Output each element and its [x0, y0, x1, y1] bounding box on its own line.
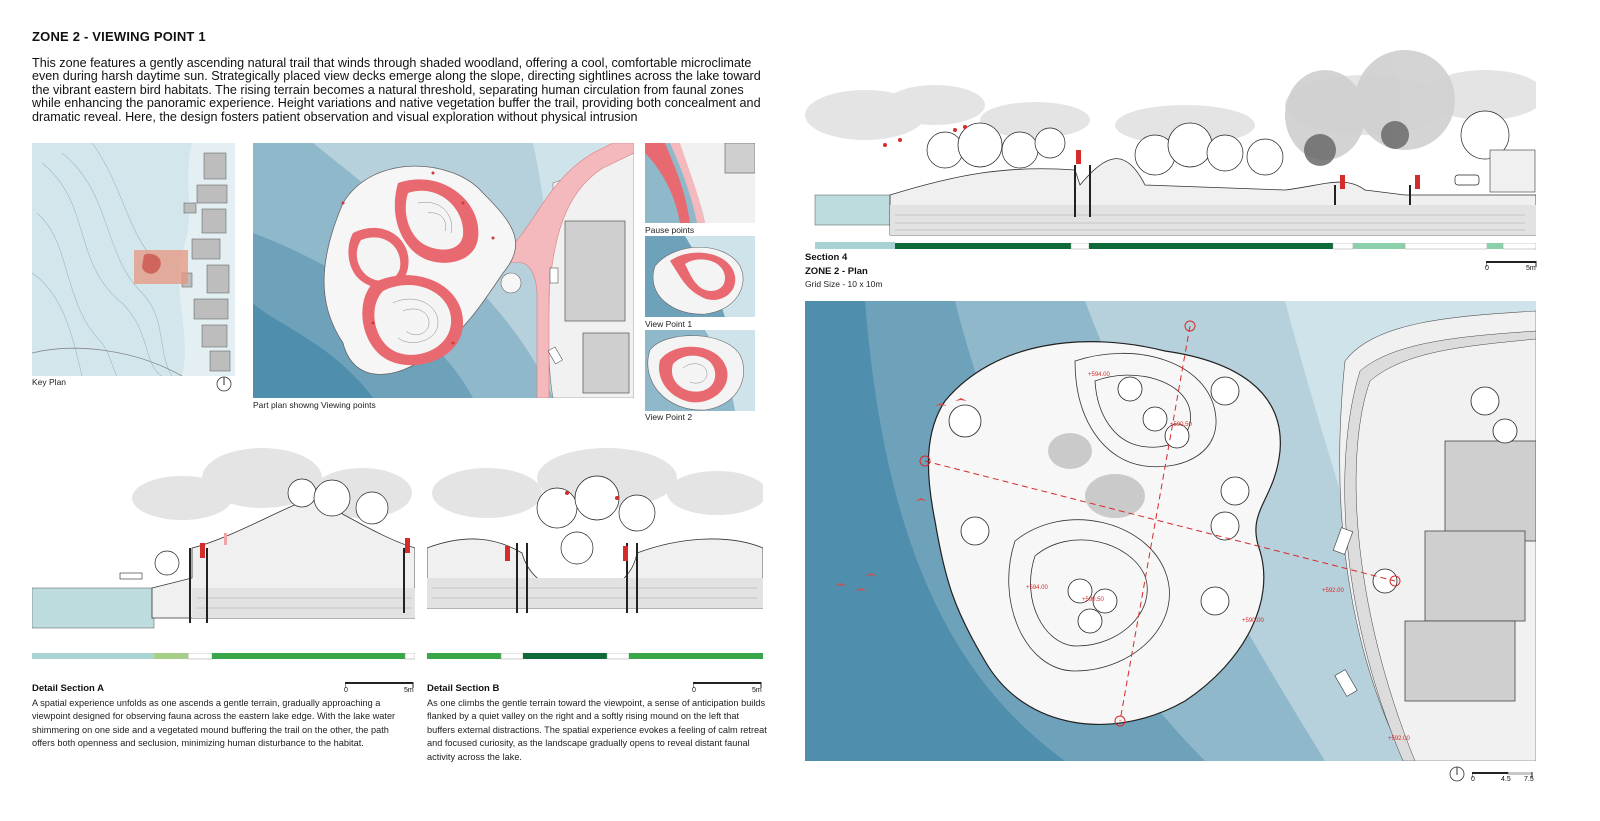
detail-a-title: Detail Section A	[32, 683, 104, 694]
view-point-1-drawing	[645, 236, 755, 317]
detail-a-scale-bar-icon	[345, 682, 415, 688]
detail-section-b-drawing	[427, 438, 763, 648]
part-plan-drawing	[253, 143, 634, 398]
north-arrow-icon	[216, 376, 232, 392]
plan-scale-bar-icon	[1472, 772, 1534, 778]
page-title: ZONE 2 - VIEWING POINT 1	[32, 29, 206, 44]
detail-b-legend-band	[427, 653, 763, 661]
section-4-drawing	[805, 45, 1536, 245]
level-tag-6: +592.00	[1388, 736, 1410, 742]
view-point-1-caption: View Point 1	[645, 319, 693, 329]
detail-a-text: A spatial experience unfolds as one asce…	[32, 698, 396, 749]
level-tag-4: +590.50	[1082, 597, 1104, 603]
key-plan-drawing	[32, 143, 235, 376]
detail-b-title: Detail Section B	[427, 683, 500, 694]
level-tag-1: +594.00	[1026, 585, 1048, 591]
section-4-scale-end: 5m	[1526, 265, 1536, 272]
key-plan-caption: Key Plan	[32, 377, 67, 387]
section-4-scale-start: 0	[1485, 265, 1489, 272]
detail-b-scale-start: 0	[692, 687, 696, 694]
view-point-2-caption: View Point 2	[645, 412, 693, 422]
zone-2-plan-drawing	[805, 301, 1536, 761]
plan-scale-2: 7.5	[1524, 776, 1534, 783]
intro-paragraph: This zone features a gently ascending na…	[32, 56, 761, 124]
detail-a-scale-start: 0	[344, 687, 348, 694]
detail-b-scale-end: 5m	[752, 687, 762, 694]
pause-points-drawing	[645, 143, 755, 223]
level-tag-2: +594.00	[1088, 372, 1110, 378]
part-plan-caption: Part plan showng Viewing points	[253, 400, 376, 410]
pause-points-caption: Pause points	[645, 225, 695, 235]
section-4-legend-band	[815, 243, 1536, 251]
detail-section-a-drawing	[32, 438, 415, 648]
plan-scale-0: 0	[1471, 776, 1475, 783]
detail-b-text: As one climbs the gentle terrain toward …	[427, 698, 767, 762]
view-point-2-drawing	[645, 330, 755, 411]
detail-b-scale-bar-icon	[693, 682, 763, 688]
zone-plan-title: ZONE 2 - Plan	[805, 266, 868, 277]
level-tag-7: +590.00	[1242, 618, 1264, 624]
plan-scale-1: 4.5	[1501, 776, 1511, 783]
detail-a-scale-end: 5m	[404, 687, 414, 694]
plan-north-arrow-icon	[1449, 766, 1465, 782]
grid-size-label: Grid Size - 10 x 10m	[805, 279, 883, 289]
section-4-scale-bar-icon	[1486, 261, 1538, 267]
section-4-label: Section 4	[805, 252, 848, 263]
level-tag-3: +590.50	[1170, 422, 1192, 428]
level-tag-5: +592.00	[1322, 588, 1344, 594]
detail-a-legend-band	[32, 653, 415, 661]
